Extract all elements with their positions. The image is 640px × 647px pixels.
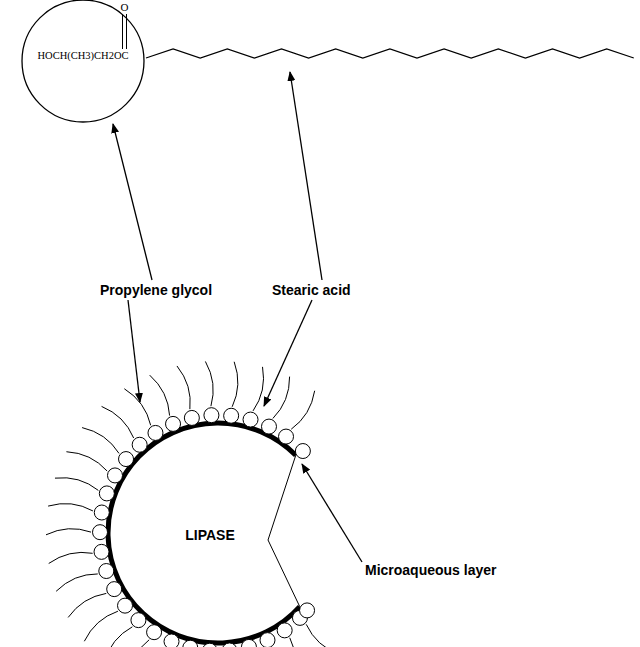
leader-line [302,464,362,562]
glycol-head [222,643,237,647]
glycol-head [94,544,109,559]
stearic-tail [273,377,290,419]
stearic-tail [177,366,190,409]
microaqueous-layer [108,423,300,643]
leader-line [113,124,152,280]
part-label: Stearic acid [272,282,351,298]
stearic-tail [150,375,170,415]
glycol-head [260,633,275,647]
glycol-head [166,416,181,431]
leader-line [290,72,322,280]
stearic-tail [66,452,107,471]
glycol-head [148,425,163,440]
double-bond [122,14,123,49]
stearic-tail [291,391,314,429]
circle-outline [22,0,144,122]
stearic-tail [253,367,264,411]
glycol-head [277,623,292,638]
circle-outline [20,0,146,122]
oxygen-atom: O [121,1,129,13]
double-bond [126,14,127,49]
part-label: Microaqueous layer [365,562,497,578]
glycol-head [119,452,134,467]
glycol-head [183,640,198,647]
stearic-tail [46,529,91,535]
stearic-tail [49,552,93,563]
stearic-tail [55,478,98,491]
part-label: Propylene glycol [100,282,212,298]
glycol-head [99,564,114,579]
glycol-head [164,634,179,647]
glycol-head [224,408,239,423]
stearic-tail [102,406,134,438]
lipase-circle: LIPASE [108,423,328,643]
stearic-tail [68,593,106,617]
glycol-head [118,598,133,613]
glycol-head [241,639,256,647]
glycol-head [202,643,217,647]
stearic-tail [290,638,318,647]
glycol-head [147,625,162,640]
stearic-tail [306,624,339,647]
glycol-head [261,419,276,434]
stearic-tail [127,640,149,647]
glycol-head [93,525,108,540]
lipase-outline [48,363,388,647]
glycol-head [300,603,315,618]
stearic-tail [124,389,150,426]
glycol-head [184,410,199,425]
stearic-tail [232,362,238,407]
stearic-tail [84,611,118,641]
glycol-head [107,582,122,597]
glycol-head [94,505,109,520]
glycol-head [295,444,310,459]
enzyme-name: LIPASE [185,527,235,543]
glycol-head [99,486,114,501]
stearic-tail [104,627,132,647]
glycol-head [243,412,258,427]
glycol-head [131,613,146,628]
fatty-acid-chain [146,49,634,58]
active-site-cleft [268,455,300,606]
glycol-head [279,429,294,444]
glycol-head [204,408,219,423]
glycol-head [107,468,122,483]
glycol-head [132,437,147,452]
molecule-circle: O HOCH(CH3)CH2OC [20,0,146,122]
stearic-tail [82,428,119,454]
leader-line [128,300,140,402]
stearic-tail [56,574,98,591]
stearic-tail [48,504,93,511]
stearic-tail [205,361,213,406]
chemical-formula: HOCH(CH3)CH2OC [37,50,128,61]
